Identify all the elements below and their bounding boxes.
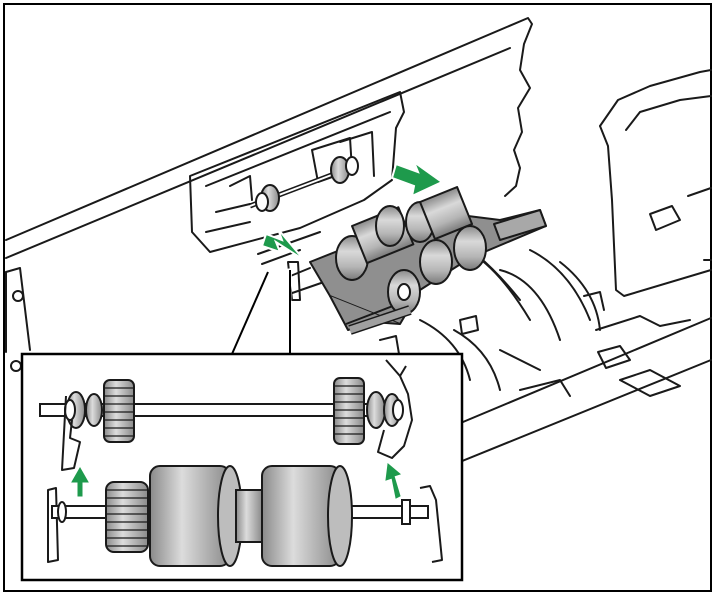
cover-roller-shaft bbox=[249, 156, 359, 212]
inset-push-arrows bbox=[71, 463, 402, 499]
lower-rollers bbox=[387, 225, 487, 315]
callout-pointer bbox=[231, 268, 292, 355]
roller-module bbox=[309, 186, 547, 335]
scanner-body bbox=[5, 17, 712, 471]
inset-upper-shaft bbox=[39, 377, 404, 445]
push-up-arrow-icon bbox=[71, 466, 89, 497]
inset-lower-shaft bbox=[51, 465, 429, 567]
inset-closeup bbox=[20, 352, 464, 582]
upper-rollers bbox=[335, 186, 474, 281]
push-up-arrow-icon bbox=[385, 463, 402, 499]
insert-arrow-icon bbox=[390, 159, 444, 198]
insert-arrow-icon bbox=[260, 228, 305, 261]
main-insert-arrows bbox=[260, 159, 444, 261]
inset-brackets bbox=[47, 359, 443, 563]
